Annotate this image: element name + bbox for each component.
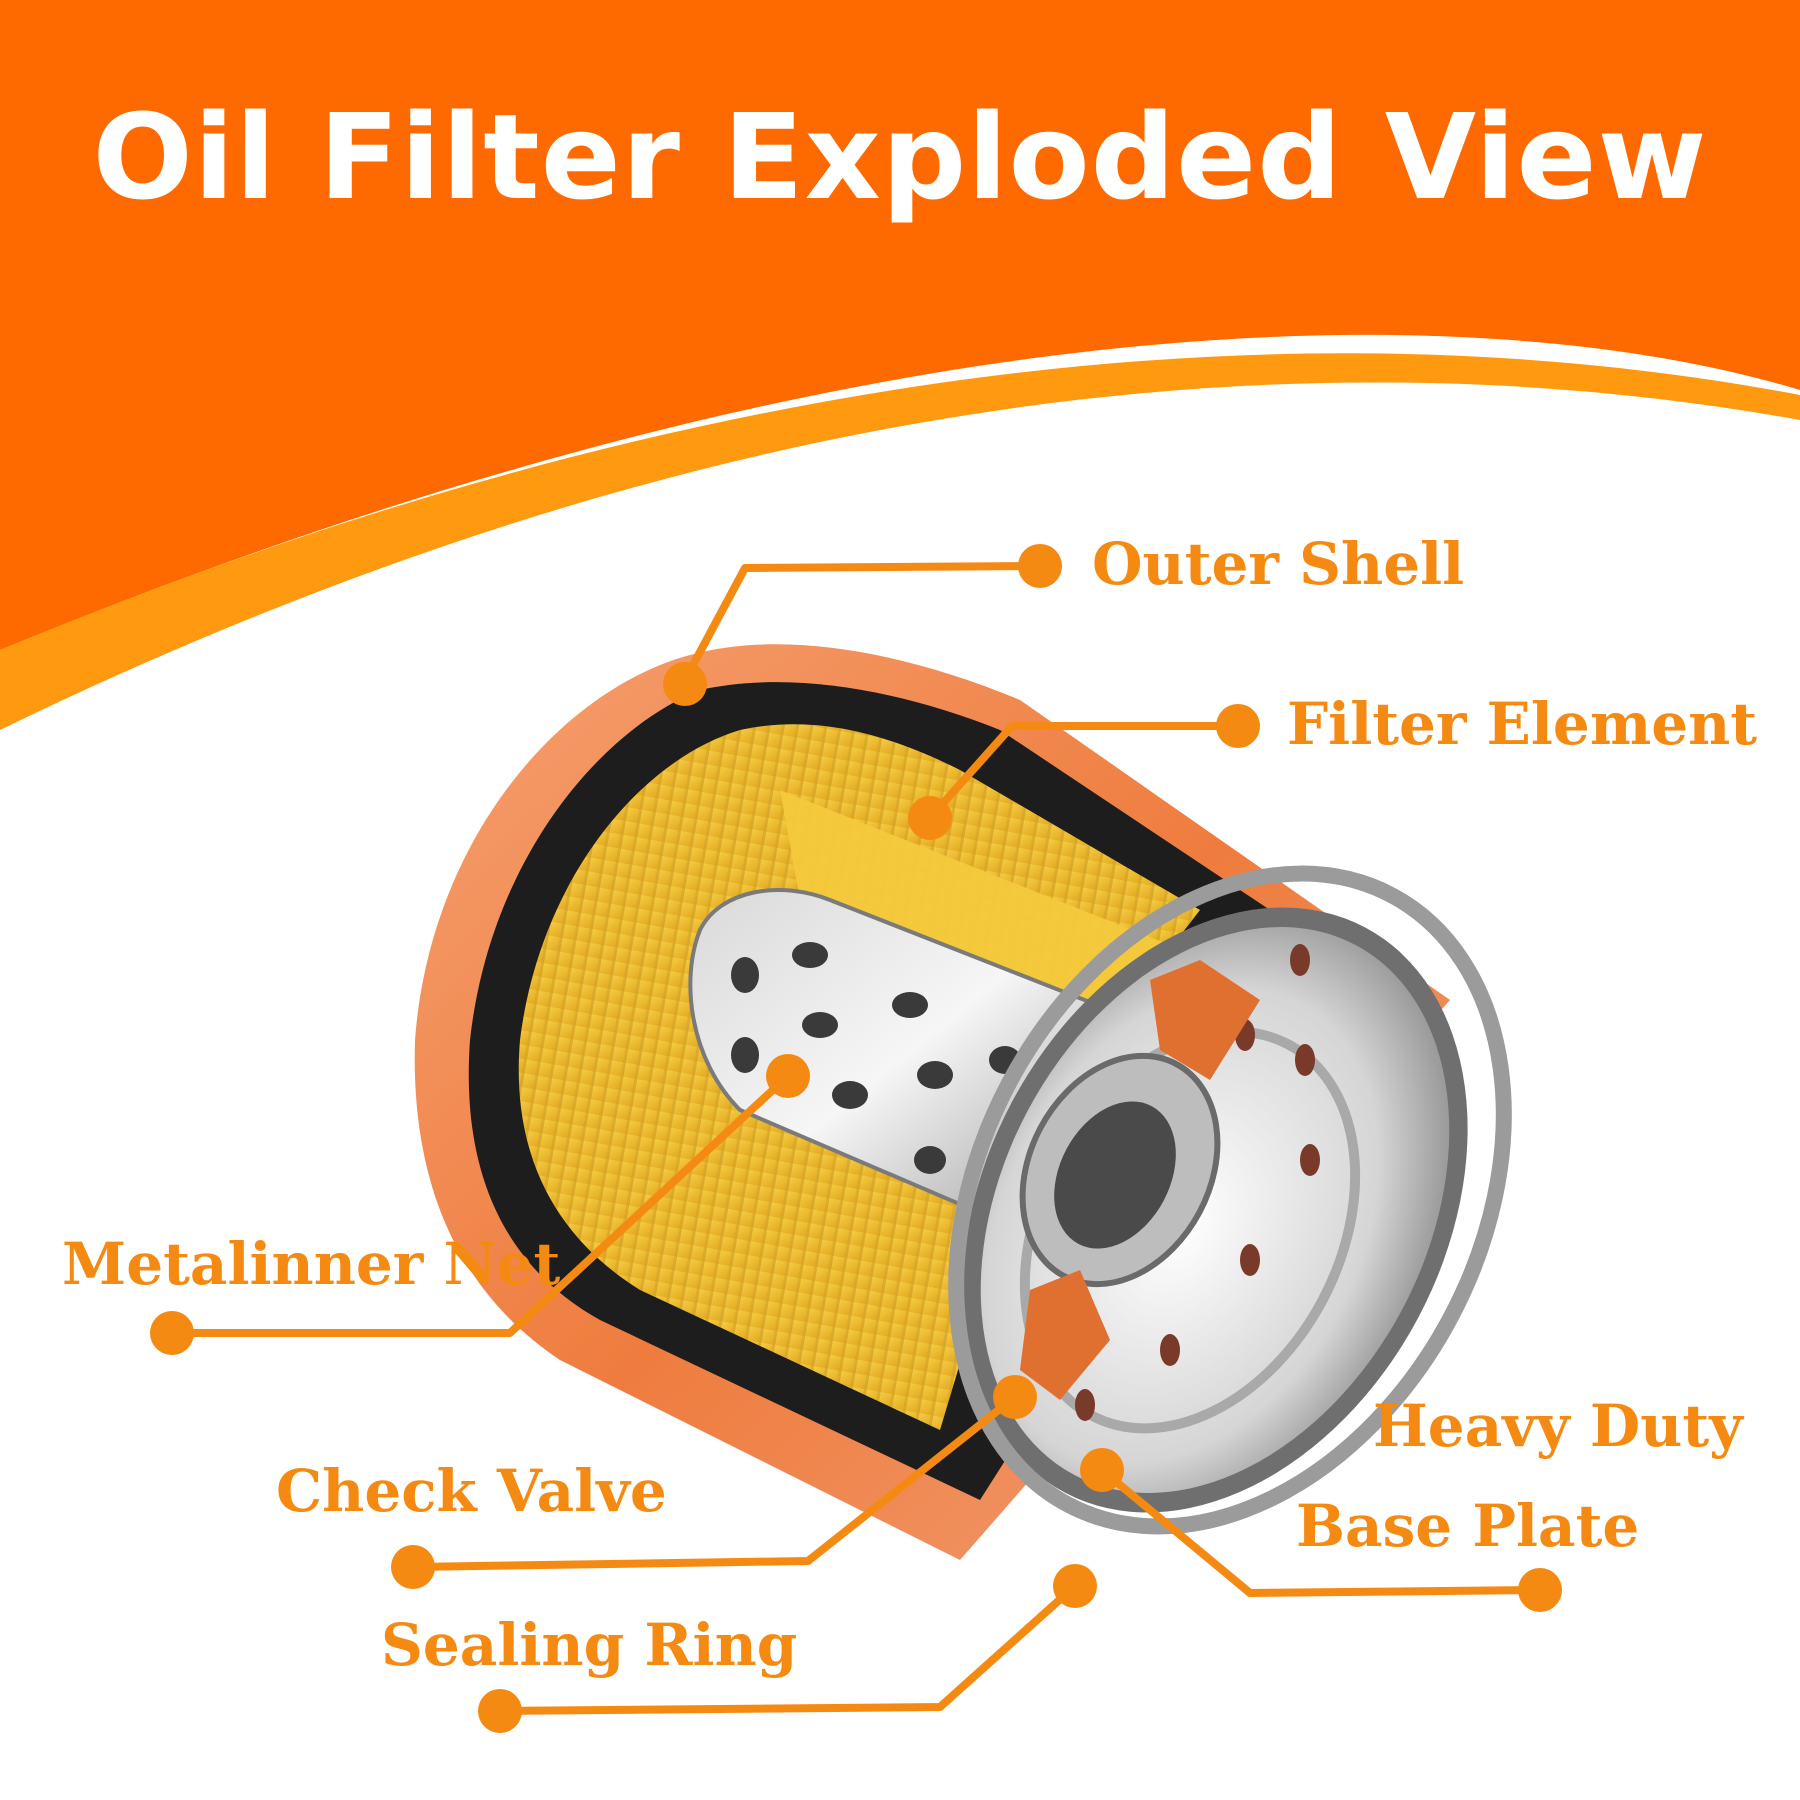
check-valve-lower	[1020, 1270, 1110, 1400]
leader-lines	[172, 562, 1541, 1715]
header-orange-band	[0, 0, 1800, 650]
base-plate-target-dot	[1080, 1448, 1124, 1492]
outer-shell-target-dot	[663, 662, 707, 706]
check-valve-leader	[412, 1393, 1018, 1571]
filter-element-dot	[1216, 704, 1260, 748]
label-sealing-ring: Sealing Ring	[381, 1611, 798, 1679]
oil-filter-illustration	[414, 644, 1512, 1560]
base-plate-leader	[1099, 1466, 1541, 1597]
label-filter-element: Filter Element	[1287, 690, 1758, 758]
label-check-valve: Check Valve	[276, 1457, 667, 1525]
page-title: Oil Filter Exploded View	[92, 88, 1708, 226]
metal-inner-net-target-dot	[766, 1054, 810, 1098]
sealing-ring	[948, 865, 1512, 1535]
label-metal-inner-net: Metalinner Net	[62, 1230, 561, 1298]
label-base-plate-line1: Heavy Duty	[1373, 1392, 1743, 1460]
header-swoosh	[0, 353, 1800, 730]
label-outer-shell: Outer Shell	[1092, 530, 1465, 598]
base-plate-dot	[1518, 1568, 1562, 1612]
filter-element-leader	[927, 722, 1238, 821]
check-valve-upper	[1150, 960, 1260, 1080]
check-valve-target-dot	[993, 1375, 1037, 1419]
header-background	[0, 0, 1800, 730]
sealing-ring-target-dot	[1053, 1564, 1097, 1608]
check-valve-dot	[391, 1545, 435, 1589]
sealing-ring-dot	[478, 1689, 522, 1733]
filter-element-target-dot	[908, 796, 952, 840]
leader-dots	[150, 544, 1562, 1733]
metal-inner-net-leader	[172, 1073, 791, 1337]
sealing-ring-leader	[499, 1583, 1078, 1715]
metal-inner-net-dot	[150, 1311, 194, 1355]
label-base-plate-line2: Base Plate	[1296, 1492, 1640, 1560]
outer-shell-leader	[681, 562, 1041, 682]
outer-shell-dot	[1018, 544, 1062, 588]
